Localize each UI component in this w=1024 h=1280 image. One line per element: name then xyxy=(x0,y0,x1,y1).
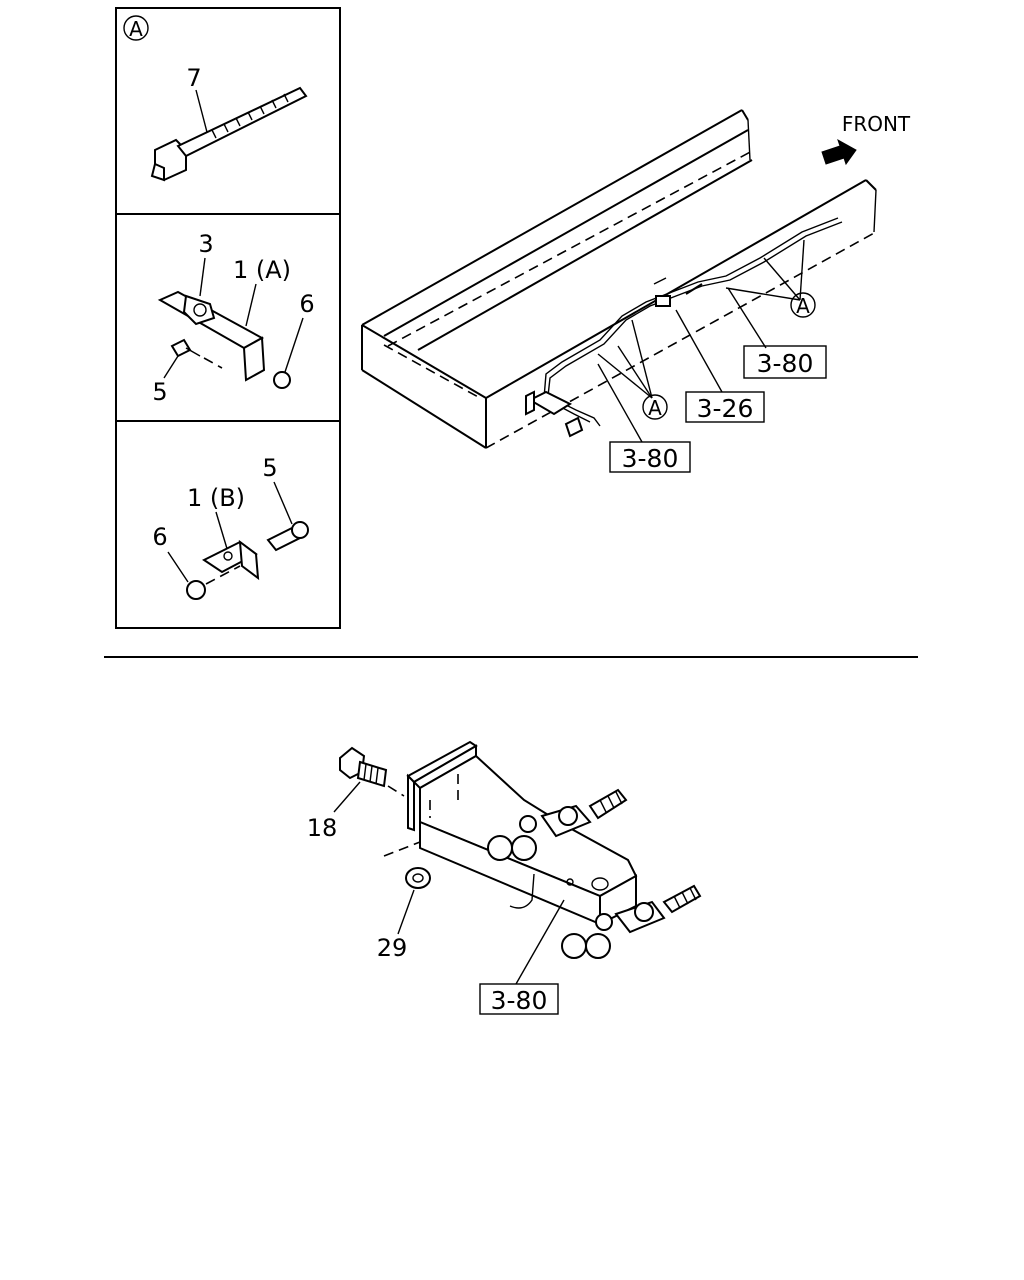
part-number-7: 7 xyxy=(186,64,201,92)
ref-box-3-26 xyxy=(685,391,765,423)
inset-bracket-b: 1 (B) 5 6 xyxy=(152,454,309,600)
ref-box-3-80-center xyxy=(609,441,691,473)
ref-box-3-80-lower xyxy=(479,983,559,1015)
ref-3-80-center: 3-80 xyxy=(622,444,679,473)
wire-harness xyxy=(525,217,843,438)
marker-a-right: A xyxy=(796,294,810,318)
marker-circle-left xyxy=(642,394,668,420)
part-number-5-upper: 5 xyxy=(152,378,167,406)
part-number-1a: 1 (A) xyxy=(233,256,291,284)
bracket-a-icon xyxy=(157,290,291,389)
ref-3-80-right: 3-80 xyxy=(757,349,814,378)
part-number-1b: 1 (B) xyxy=(187,484,245,512)
front-label: FRONT xyxy=(842,112,911,136)
part-number-5-lower: 5 xyxy=(262,454,277,482)
part-number-6-lower: 6 xyxy=(152,523,167,551)
ref-box-3-80-right xyxy=(743,345,827,379)
inset-marker-a: A xyxy=(129,17,143,41)
frame-assembly: FRONT A A 3-80 3-26 3-80 xyxy=(361,109,911,473)
inset-marker-circle xyxy=(123,15,149,41)
lower-assembly: 18 29 xyxy=(307,740,702,1015)
ref-3-80-lower: 3-80 xyxy=(491,986,548,1015)
nut-icon-29 xyxy=(405,867,431,889)
connector-icon xyxy=(527,390,573,416)
part-number-3: 3 xyxy=(198,230,213,258)
inset-bracket-a: 3 1 (A) 6 5 xyxy=(152,230,314,406)
part-number-18: 18 xyxy=(307,814,338,842)
ref-3-26: 3-26 xyxy=(697,394,754,423)
bolt-icon xyxy=(339,746,405,797)
bracket-b-icon xyxy=(186,521,309,600)
marker-a-left: A xyxy=(648,396,662,420)
inset-panels xyxy=(115,7,341,629)
nut-icon xyxy=(273,371,291,389)
inset-cable-tie: A 7 xyxy=(123,15,308,182)
part-number-29: 29 xyxy=(377,934,408,962)
part-number-6-upper: 6 xyxy=(299,290,314,318)
valve-block-icon xyxy=(406,740,702,959)
front-arrow-icon xyxy=(821,138,857,166)
nut-icon-lower xyxy=(186,580,206,600)
marker-circle-right xyxy=(790,292,816,318)
cable-tie-icon xyxy=(150,86,308,182)
